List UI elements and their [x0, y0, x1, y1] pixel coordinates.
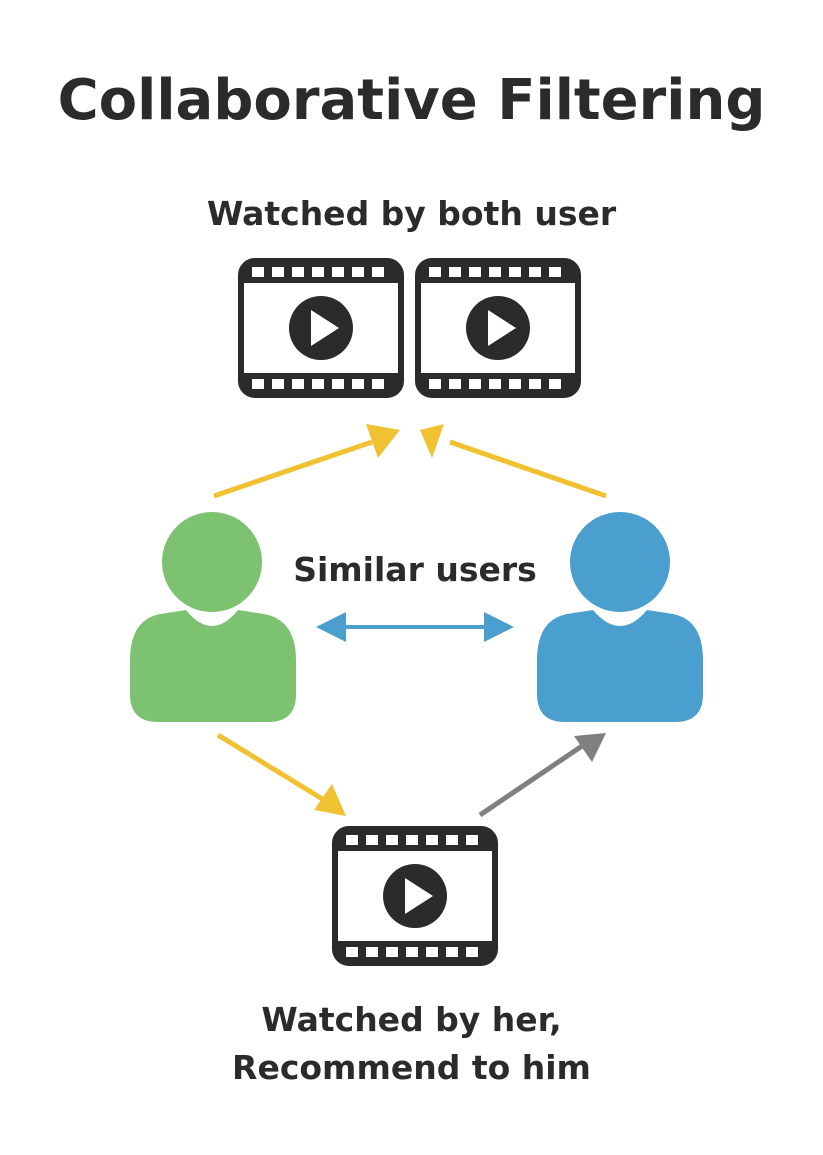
label-watched-both: Watched by both user: [206, 194, 617, 233]
diagram-title: Collaborative Filtering: [57, 68, 766, 133]
arrow-right-user-to-shared-films: [420, 424, 607, 499]
label-watched-her: Watched by her, Recommend to him: [0, 996, 823, 1092]
arrow-left-user-to-her-film: [216, 732, 346, 816]
film-icon: [418, 261, 578, 395]
label-similar-users: Similar users: [293, 550, 537, 589]
film-icon: [335, 829, 495, 963]
user-icon: [130, 512, 296, 722]
arrow-recommend-to-right-user: [478, 733, 606, 818]
label-recommend-line2: Recommend to him: [232, 1048, 591, 1087]
user-icon: [537, 512, 703, 722]
similar-users-arrow: [316, 612, 514, 642]
arrow-left-user-to-shared-films: [213, 424, 400, 499]
label-watched-her-line1: Watched by her,: [261, 1000, 562, 1039]
film-icon: [241, 261, 401, 395]
